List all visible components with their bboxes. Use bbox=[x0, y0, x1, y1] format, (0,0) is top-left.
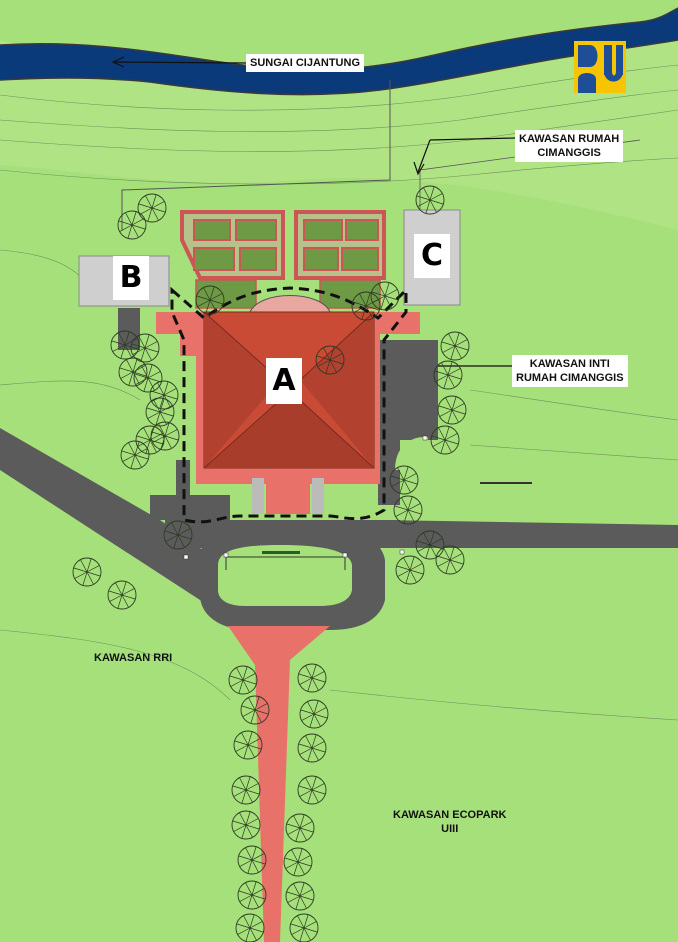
kawasan-inti-boundary bbox=[170, 286, 408, 524]
trees-group bbox=[72, 185, 470, 942]
tree-icon bbox=[117, 210, 147, 240]
river-label: SUNGAI CIJANTUNG bbox=[246, 54, 365, 72]
tree-icon bbox=[149, 380, 179, 410]
tree-icon bbox=[415, 530, 445, 560]
tree-icon bbox=[440, 331, 470, 361]
tree-icon bbox=[107, 580, 137, 610]
tree-icon bbox=[231, 775, 261, 805]
island-curb bbox=[225, 556, 346, 570]
entrance-column-left bbox=[252, 478, 264, 514]
courts-left bbox=[180, 210, 285, 280]
tree-icon bbox=[235, 913, 265, 942]
tree-icon bbox=[231, 810, 261, 840]
river-sungai-cijantung bbox=[0, 8, 678, 95]
entrance-steps bbox=[266, 484, 310, 514]
tree-icon bbox=[297, 733, 327, 763]
tree-icon bbox=[299, 699, 329, 729]
tree-icon bbox=[435, 545, 465, 575]
tree-icon bbox=[133, 363, 163, 393]
tree-icon bbox=[150, 421, 180, 451]
kawasan-rumah-label-line1: KAWASAN RUMAH bbox=[519, 133, 620, 145]
tree-icon bbox=[118, 357, 148, 387]
kawasan-ecopark-label-line2: UIII bbox=[441, 823, 459, 835]
kawasan-inti-label-line1: KAWASAN INTI bbox=[529, 358, 610, 370]
tree-icon bbox=[393, 495, 423, 525]
tree-icon bbox=[240, 695, 270, 725]
tree-icon bbox=[233, 730, 263, 760]
tree-icon bbox=[237, 880, 267, 910]
island-marking bbox=[262, 551, 300, 554]
tree-icon bbox=[163, 520, 193, 550]
kawasan-rri-label: KAWASAN RRI bbox=[94, 652, 173, 664]
kawasan-rumah-label: KAWASAN RUMAH CIMANGGIS bbox=[515, 130, 624, 162]
tree-icon bbox=[195, 285, 225, 315]
pink-promenade bbox=[228, 626, 330, 942]
tree-icon bbox=[72, 557, 102, 587]
tree-icon bbox=[395, 555, 425, 585]
tree-icon bbox=[370, 281, 400, 311]
tree-icon bbox=[120, 440, 150, 470]
tree-icon bbox=[389, 465, 419, 495]
kawasan-inti-label: KAWASAN INTI RUMAH CIMANGGIS bbox=[512, 355, 628, 387]
tree-icon bbox=[110, 330, 140, 360]
tree-icon bbox=[283, 847, 313, 877]
tree-icon bbox=[437, 395, 467, 425]
tree-icon bbox=[430, 425, 460, 455]
tree-icon bbox=[289, 913, 319, 942]
roundabout-island bbox=[218, 545, 352, 606]
kawasan-ecopark-label-line1: KAWASAN ECOPARK bbox=[393, 809, 507, 821]
tree-icon bbox=[237, 845, 267, 875]
courts-right bbox=[294, 210, 386, 280]
tree-icon bbox=[415, 185, 445, 215]
kawasan-inti-label-line2: RUMAH CIMANGGIS bbox=[516, 372, 624, 384]
tree-icon bbox=[433, 360, 463, 390]
kawasan-rumah-label-line2: CIMANGGIS bbox=[537, 147, 601, 159]
zone-b-label: B bbox=[113, 256, 149, 300]
tree-icon bbox=[228, 665, 258, 695]
lamp-markers bbox=[183, 435, 428, 560]
pu-logo-icon bbox=[574, 41, 626, 93]
entrance-column-right bbox=[312, 478, 324, 514]
tree-icon bbox=[285, 813, 315, 843]
contour-band bbox=[0, 15, 678, 230]
tree-icon bbox=[315, 345, 345, 375]
tree-icon bbox=[285, 881, 315, 911]
field-marking bbox=[480, 482, 532, 484]
tree-icon bbox=[297, 775, 327, 805]
kawasan-ecopark-label: KAWASAN ECOPARK UIII bbox=[393, 808, 506, 836]
kawasan-rumah-boundary bbox=[121, 80, 391, 230]
tree-icon bbox=[297, 663, 327, 693]
tree-icon bbox=[351, 291, 381, 321]
tree-icon bbox=[130, 333, 160, 363]
zone-c-label: C bbox=[414, 234, 450, 278]
river-bank-north bbox=[0, 7, 678, 71]
zone-a-label: A bbox=[266, 358, 302, 404]
tree-icon bbox=[137, 193, 167, 223]
